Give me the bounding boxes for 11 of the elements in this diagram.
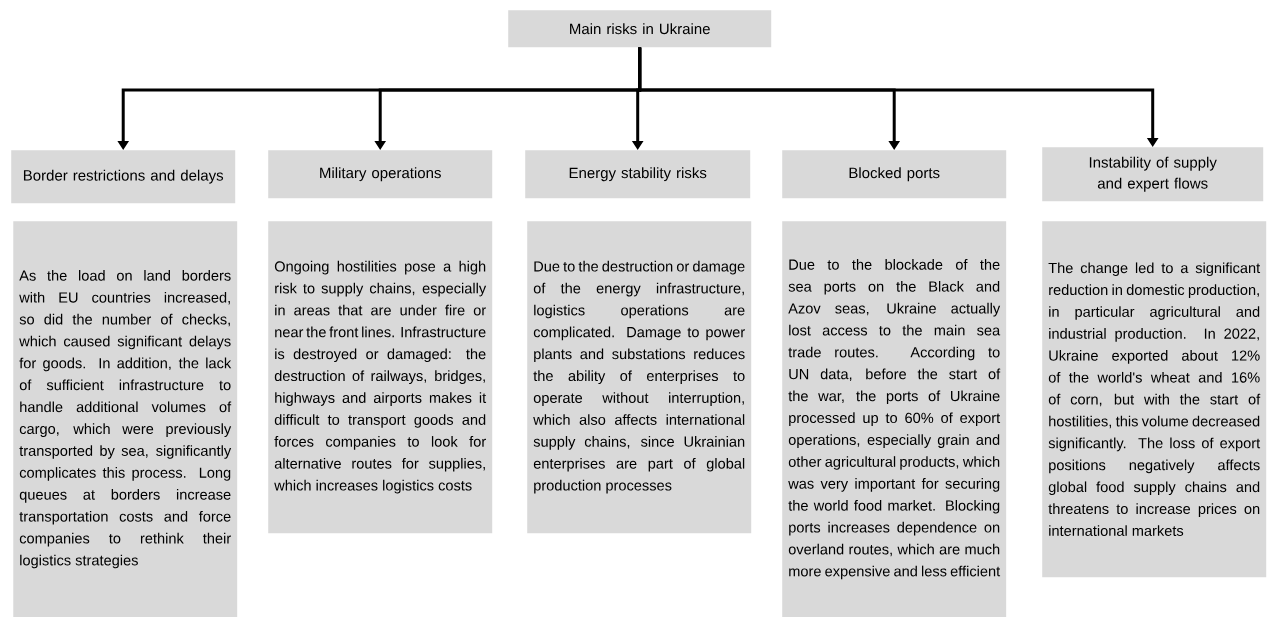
category-box: Military operations (268, 150, 493, 199)
category-box: Instability of supply and expert flows (1042, 147, 1264, 202)
category-box: Border restrictions and delays (11, 150, 236, 204)
description-box: Ongoing hostilities pose a high risk to supply chains, especially in areas that are under fire or near the front lines. Infrastructure is destroyed or damaged: the destruction of railways, bridges, highways and airports makes it difficult to transport goods and forces companies to look for alternative routes for supplies, which increases logistics costs (268, 221, 493, 534)
category-box: Energy stability risks (525, 150, 751, 199)
category-box: Blocked ports (782, 150, 1007, 199)
root-box: Main risks in Ukraine (508, 10, 772, 48)
description-box: Due to the blockade of the sea ports on the Black and Azov seas, Ukraine actually lost access to the main sea trade routes. According to UN data, before the start of the war, the ports of Ukraine processed up to 60% of export operations, especially grain and other agricultural products, which was very important for securing the world food market. Blocking ports increases dependence on overland routes, which are much more expensive and less efficient (782, 221, 1007, 617)
description-box: The change led to a significant reduction in domestic production, in particular agricultural and industrial production. In 2022, Ukraine exported about 12% of the world's wheat and 16% of corn, but with the start of hostilities, this volume decreased significantly. The loss of export positions negatively affects global food supply chains and threatens to increase prices on international markets (1042, 221, 1267, 578)
description-box: Due to the destruction or damage of the energy infrastructure, logistics operations are complicated. Damage to power plants and substations reduces the ability of enterprises to operate without interruption, which also affects international supply chains, since Ukrainian enterprises are part of global production processes (527, 221, 752, 534)
description-box: As the load on land borders with EU countries increased, so did the number of checks, which caused significant delays for goods. In addition, the lack of sufficient infrastructure to handle additional volumes of cargo, which were previously transported by sea, significantly complicates this process. Long queues at borders increase transportation costs and force companies to rethink their logistics strategies (13, 221, 238, 617)
